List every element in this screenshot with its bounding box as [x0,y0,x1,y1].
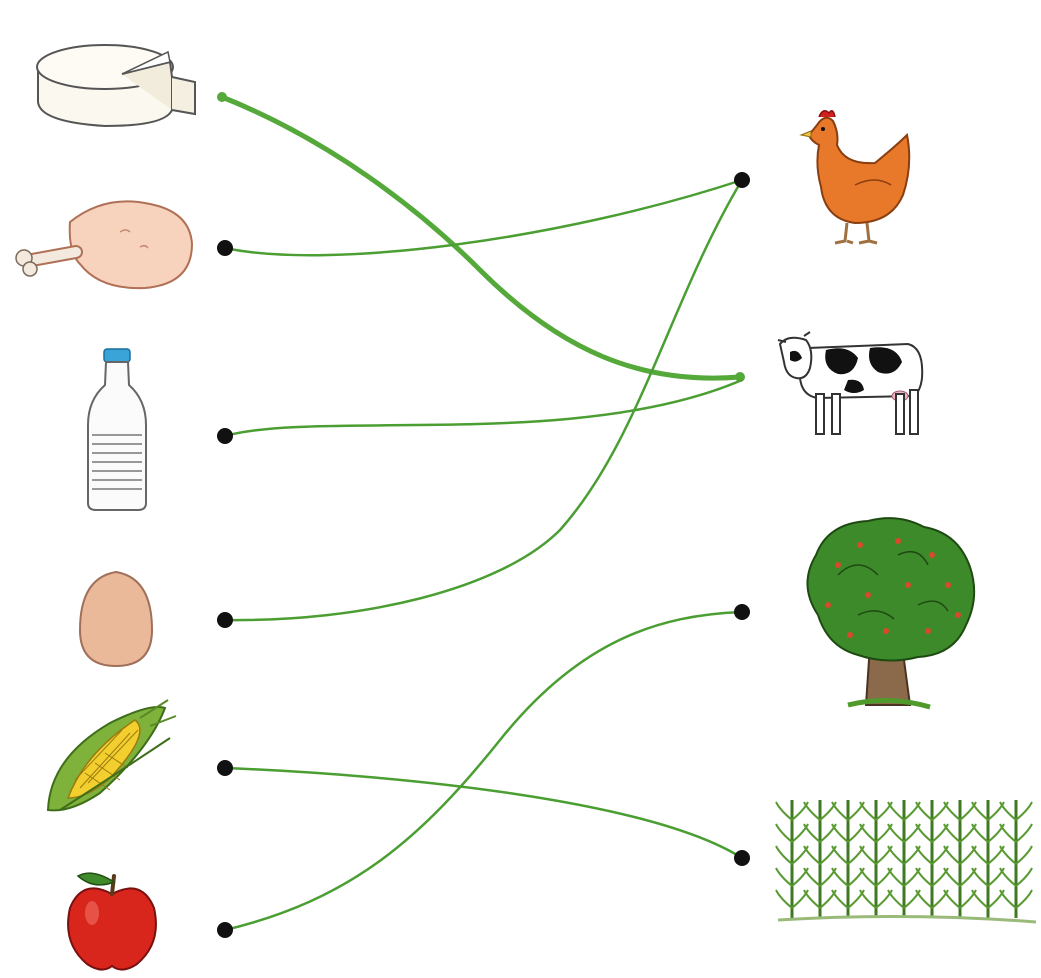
connector-dot-milk[interactable] [217,428,233,444]
connection-line-milk-cow [225,380,742,436]
connection-line-egg-hen [225,180,742,620]
connector-dot-hen[interactable] [734,172,750,188]
connection-line-cheese-cow [222,97,740,378]
connector-dot-corn-field[interactable] [734,850,750,866]
connection-line-corn-corn-field [225,768,742,858]
connector-dot-corn[interactable] [217,760,233,776]
connector-dot-egg[interactable] [217,612,233,628]
connection-line-chicken-leg-hen [225,180,742,255]
connector-dot-chicken-leg[interactable] [217,240,233,256]
connector-dot-apple-tree[interactable] [734,604,750,620]
connector-dot-apple[interactable] [217,922,233,938]
